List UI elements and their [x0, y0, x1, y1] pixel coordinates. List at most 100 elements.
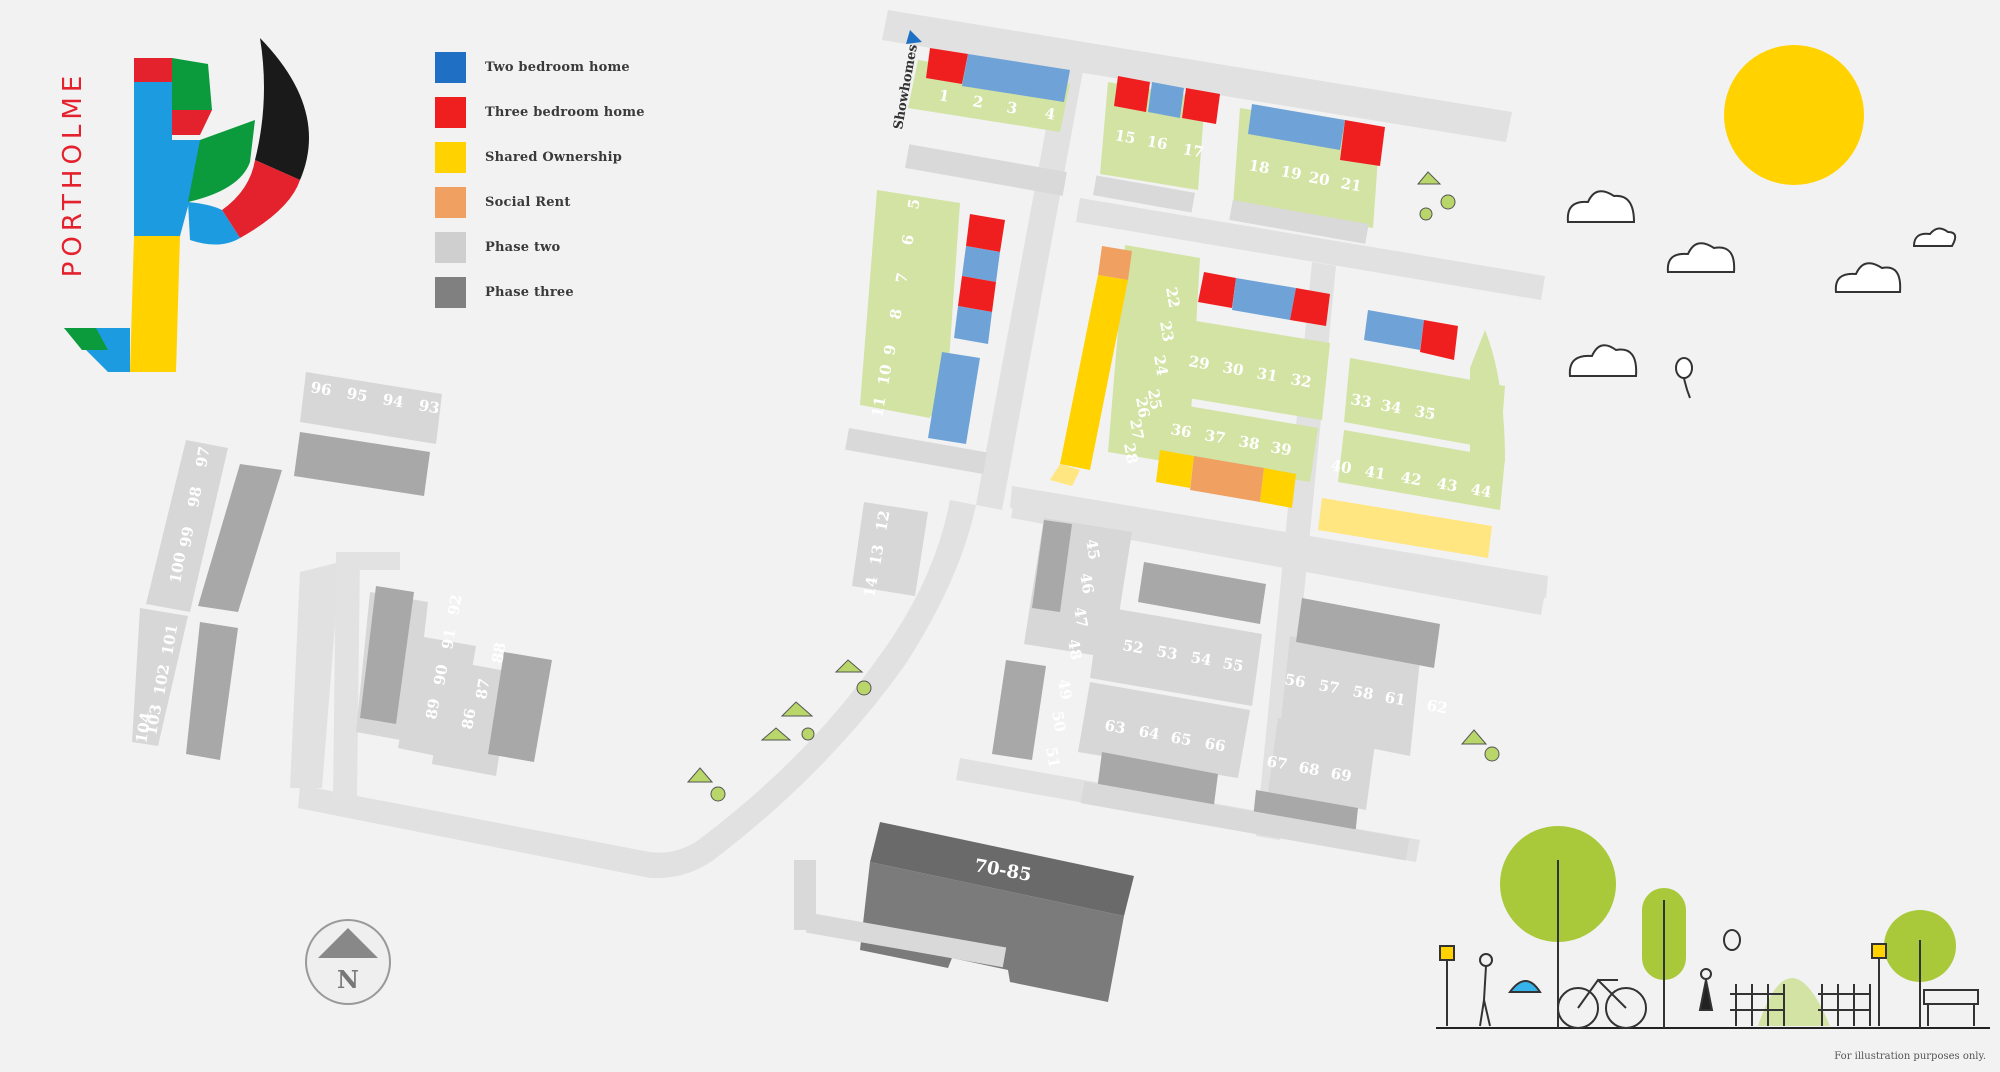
plot-number: 102	[150, 663, 173, 697]
legend-swatch	[435, 187, 466, 218]
plot-number: 48	[1064, 638, 1085, 662]
plot-number: 49	[1054, 678, 1075, 702]
plot-number: 13	[866, 543, 887, 567]
plot-number: 15	[1113, 126, 1137, 147]
sun-icon	[1724, 45, 1864, 185]
plot-number: 54	[1189, 648, 1213, 669]
plot-number: 5	[904, 197, 924, 210]
plot-number: 9	[880, 343, 900, 356]
legend-item: Phase two	[435, 225, 645, 270]
plot-number: 46	[1076, 572, 1097, 596]
plot-number: 91	[438, 627, 459, 651]
tree-icon	[1484, 746, 1500, 762]
plot-number: 58	[1351, 682, 1375, 703]
legend-label: Three bedroom home	[485, 105, 645, 120]
plot-number: 26	[1132, 396, 1153, 420]
plot-number: 95	[345, 384, 369, 405]
plot-number: 62	[1425, 696, 1449, 717]
tree-icon	[760, 727, 792, 741]
tree-icon	[1460, 729, 1488, 745]
fence-icon	[1730, 984, 1871, 1026]
tree-icon	[801, 727, 815, 741]
legend-item: Shared Ownership	[435, 135, 645, 180]
lamp-post-icon	[1439, 943, 1887, 1026]
plot-number: 33	[1349, 390, 1373, 411]
plot-number: 55	[1221, 654, 1245, 675]
plot-number: 65	[1169, 728, 1193, 749]
plot-number: 11	[868, 395, 889, 419]
plot-number: 45	[1082, 538, 1103, 562]
plot-number: 66	[1203, 734, 1227, 755]
plot-number: 44	[1469, 480, 1493, 501]
plot-number: 63	[1103, 716, 1127, 737]
plot-number: 14	[860, 575, 881, 599]
bicycle-icon	[1557, 978, 1647, 1029]
legend-item: Phase three	[435, 270, 645, 315]
tree-icon	[856, 680, 872, 696]
plot-number: 67	[1265, 752, 1289, 773]
plot-number: 97	[192, 445, 213, 469]
plot-number: 37	[1203, 426, 1227, 447]
plot-number: 30	[1221, 358, 1245, 379]
plot-number: 88	[488, 641, 509, 665]
tree-icon	[1416, 171, 1442, 185]
legend-swatch	[435, 232, 466, 263]
plot-number: 89	[422, 697, 443, 721]
clouds	[1566, 190, 1957, 377]
plot-number: 7	[892, 271, 912, 284]
plot-number: 32	[1289, 370, 1313, 391]
portholme-logo	[64, 38, 309, 372]
bench-icon	[1923, 989, 1979, 1026]
tree-icon	[780, 701, 814, 717]
plot-number: 16	[1145, 132, 1169, 153]
plot-number: 1	[937, 86, 950, 106]
plot-number: 53	[1155, 642, 1179, 663]
plot-number: 104	[132, 711, 155, 745]
parking-bays	[794, 144, 1410, 968]
plot-number: 8	[886, 307, 906, 320]
plot-number: 57	[1317, 676, 1341, 697]
cloud-icon	[1568, 344, 1638, 377]
plot-number: 22	[1162, 286, 1183, 310]
plot-number: 41	[1363, 462, 1387, 483]
cloud-icon	[1566, 190, 1636, 223]
plot-number: 90	[430, 663, 451, 687]
tree-icon	[710, 786, 726, 802]
compass-north-label: N	[337, 965, 359, 994]
plot-number: 47	[1070, 606, 1091, 630]
plot-number: 103	[142, 703, 165, 737]
legend-swatch	[435, 52, 466, 83]
plot-number: 96	[309, 378, 333, 399]
legend-swatch	[435, 97, 466, 128]
showhomes-arrow-icon	[906, 30, 922, 44]
balloon-icon	[1675, 357, 1693, 399]
legend-label: Social Rent	[485, 195, 571, 210]
plot-number: 86	[458, 707, 479, 731]
plot-number: 101	[158, 623, 181, 657]
plot-number: 4	[1043, 104, 1056, 124]
plot-number: 28	[1120, 442, 1141, 466]
plot-number: 12	[872, 509, 893, 533]
legend-label: Phase two	[485, 240, 561, 255]
plot-number: 25	[1144, 388, 1165, 412]
plot-number: 87	[472, 677, 493, 701]
tree-icon	[1419, 207, 1433, 221]
plot-number: 99	[176, 525, 197, 549]
legend-swatch	[435, 142, 466, 173]
legend-item: Three bedroom home	[435, 90, 645, 135]
child-with-balloon-icon	[1698, 929, 1741, 1011]
legend-item: Social Rent	[435, 180, 645, 225]
person-with-pram-icon	[1479, 953, 1542, 1027]
plot-number: 51	[1042, 746, 1063, 770]
plot-numbers: 1 2 3 4 5 6 7 8 9 10 11 12 13 14 15 16 1…	[132, 86, 1493, 785]
map-trees	[686, 171, 1500, 802]
plot-number: 3	[1005, 98, 1018, 118]
plot-number: 64	[1137, 722, 1161, 743]
plot-number: 23	[1156, 320, 1177, 344]
plot-number: 68	[1297, 758, 1321, 779]
bush-icon	[1758, 978, 1830, 1026]
plot-number: 2	[971, 92, 984, 112]
plot-number: 17	[1181, 140, 1205, 161]
plot-number: 56	[1283, 670, 1307, 691]
house-roofs	[926, 48, 1492, 558]
